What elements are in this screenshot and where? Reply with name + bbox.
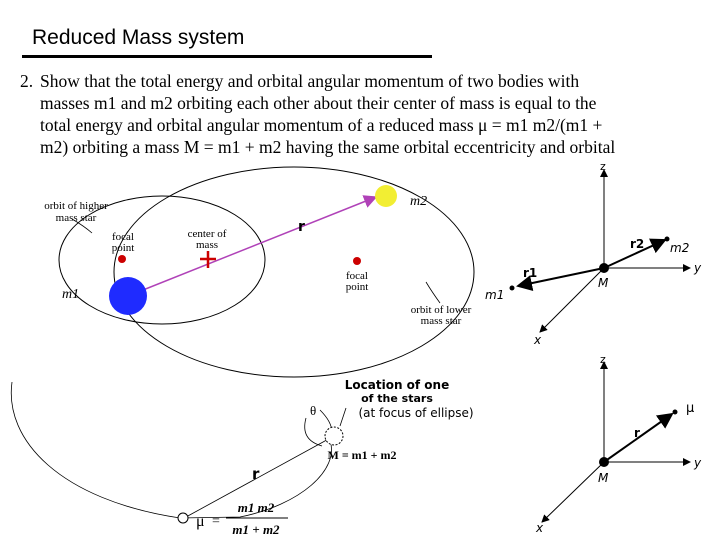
axes-bottom-z-label: z [600,353,606,366]
axes-bottom-r-label: r [634,426,640,440]
orbit-higher-pointer [71,218,93,234]
axes-top-r1-label: r1 [523,266,537,280]
axes-top-r2-label: r2 [630,237,644,251]
problem-text-1: Show that the total energy and orbital a… [40,71,580,91]
axes-bottom-M-label: M [598,471,609,485]
axes-bottom-y-label: y [693,456,702,470]
problem-statement: 2. Show that the total energy and orbital… [20,70,692,158]
label-equals: = [212,514,220,529]
label-r-top: r [298,219,305,235]
top-orbit-diagram: orbit of higher mass star focal point ce… [44,166,475,378]
problem-line-4: m2) orbiting a mass M = m1 + m2 having t… [40,137,616,157]
axes-bottom-mu-dot [672,409,678,415]
problem-line-1: 2. Show that the total energy and orbital… [20,70,692,92]
bottom-axes-diagram: z y x μ r M [535,353,702,535]
reduced-mass-orbit-path [10,381,333,519]
axes-top-M-label: M [598,276,609,290]
axes-top-x-label: x [533,333,542,347]
label-orbit-lower-1: orbit of lower [411,304,472,316]
axes-top-origin-dot [599,263,609,273]
axes-top-m2-label: m2 [670,241,689,255]
problem-number: 2. [20,71,34,91]
label-focal-right-2: point [346,281,369,293]
label-orbit-higher-1: orbit of higher [44,200,108,212]
center-of-mass-cross [200,251,216,268]
label-M-equation: M = m1 + m2 [328,448,397,462]
problem-line-3: total energy and orbital angular momentu… [40,115,603,135]
axes-top-m1-dot [509,285,515,291]
label-r-bottom: r [252,465,260,483]
central-mass-M [324,426,344,446]
mass-m1-body [109,277,147,315]
bottom-orbit-diagram: Location of one of the stars (at focus o… [10,378,474,540]
reduced-mass-orbit-arc [14,380,120,540]
label-location-2: of the stars [361,392,433,405]
label-center-of-mass-2: mass [196,239,218,251]
label-theta: θ [310,403,316,418]
label-location-1: Location of one [345,378,449,392]
axes-top-m2-dot [664,236,670,242]
title-underline [22,55,432,58]
orbit-higher-mass-ellipse [58,195,266,325]
label-focal-left-2: point [112,242,135,254]
top-axes-diagram: z y x r1 r2 m1 m2 M [485,160,702,347]
label-location-3: (at focus of ellipse) [358,406,473,420]
label-center-of-mass-1: center of [188,228,227,240]
label-mu: μ [196,513,205,530]
label-focal-left-1: focal [112,231,134,243]
focal-point-left-marker [118,255,126,263]
axes-bottom-x-label: x [535,521,544,535]
label-focal-right-1: focal [346,270,368,282]
axes-top-z-label: z [600,160,606,173]
orbit-lower-pointer [425,281,441,304]
reduced-mass-mu [177,512,189,524]
focal-point-right-marker [353,257,361,265]
r-vector-bottom [185,435,335,518]
mass-m2-body [375,185,397,207]
label-mu-numerator: m1 m2 [238,500,275,515]
label-m2: m2 [410,194,427,209]
axes-bottom-mu-label: μ [686,401,694,416]
theta-arc [304,417,323,447]
location-pointer [339,407,347,427]
slide-title: Reduced Mass system [32,26,245,49]
label-m1: m1 [62,287,79,302]
axes-bottom-origin-dot [599,457,609,467]
orbit-lower-mass-ellipse [113,166,475,378]
label-mu-denominator: m1 + m2 [232,522,280,537]
axes-top-m1-label: m1 [485,288,504,302]
r-vector-line [127,195,378,297]
label-orbit-lower-2: mass star [421,315,462,327]
label-orbit-higher-2: mass star [56,212,97,224]
axes-top-y-label: y [693,261,702,275]
problem-line-2: masses m1 and m2 orbiting each other abo… [40,93,597,113]
